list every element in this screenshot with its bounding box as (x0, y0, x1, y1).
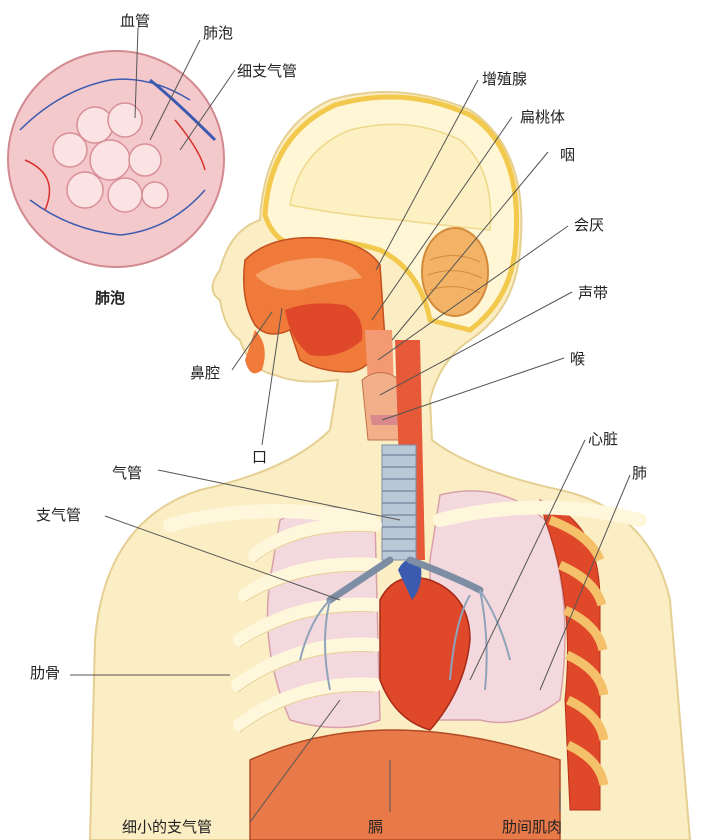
label-blood-vessel: 血管 (120, 10, 150, 31)
label-rib: 肋骨 (30, 662, 60, 683)
label-heart: 心脏 (588, 428, 618, 449)
label-alveoli-caption: 肺泡 (95, 287, 125, 308)
label-lung: 肺 (632, 462, 647, 483)
larynx (362, 373, 402, 441)
vocal-cord-region (370, 415, 402, 425)
label-tonsil: 扁桃体 (520, 106, 565, 127)
label-nasal-cavity: 鼻腔 (190, 362, 220, 383)
cerebellum (422, 228, 488, 316)
label-vocal-cord: 声带 (578, 282, 608, 303)
label-adenoid: 增殖腺 (482, 68, 527, 89)
label-intercostal-muscle: 肋间肌肉 (502, 816, 562, 837)
label-small-bronchiole: 细小的支气管 (122, 816, 212, 837)
label-mouth: 口 (252, 446, 267, 467)
label-diaphragm: 膈 (368, 816, 383, 837)
label-bronchus: 支气管 (36, 504, 81, 525)
label-trachea: 气管 (112, 462, 142, 483)
label-epiglottis: 会厌 (574, 214, 604, 235)
label-larynx: 喉 (570, 348, 585, 369)
label-fine-bronchiole: 细支气管 (237, 60, 297, 81)
label-alveoli-top: 肺泡 (203, 22, 233, 43)
label-pharynx: 咽 (560, 144, 575, 165)
